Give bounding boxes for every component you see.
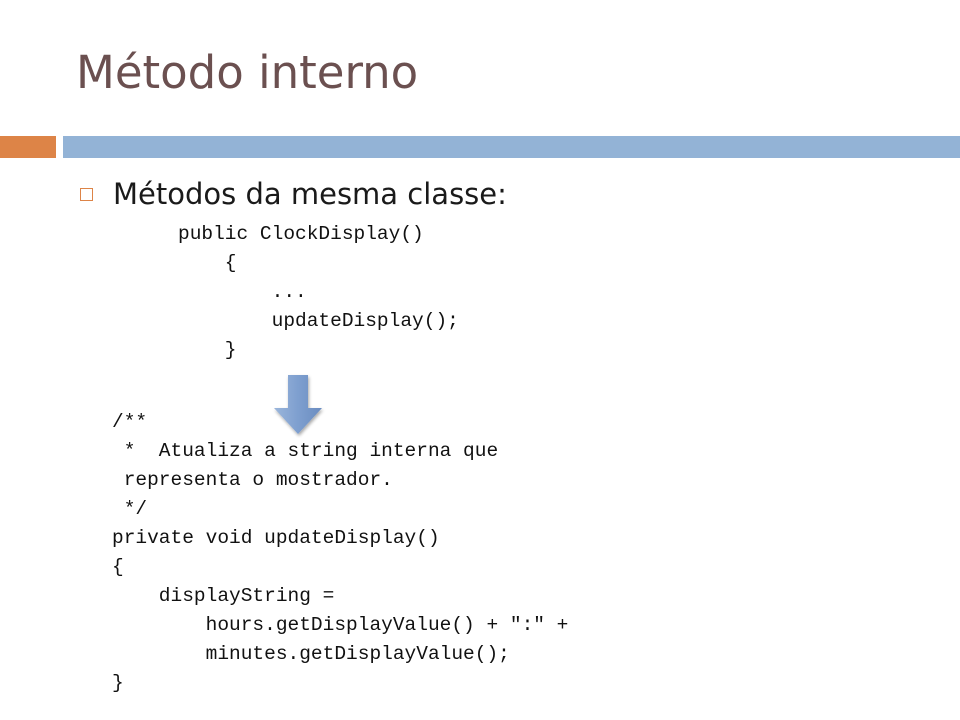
slide-title: Método interno xyxy=(76,46,419,99)
code-line: ... xyxy=(178,281,307,303)
code-line: minutes.getDisplayValue(); xyxy=(112,643,510,665)
code-line: hours.getDisplayValue() + ":" + xyxy=(112,614,569,636)
code-line: { xyxy=(178,252,237,274)
code-line: } xyxy=(112,672,124,694)
square-bullet-icon xyxy=(80,187,93,201)
code-line: * Atualiza a string interna que xyxy=(112,440,499,462)
bullet-text: Métodos da mesma classe: xyxy=(113,177,507,211)
accent-bar-orange xyxy=(0,136,56,158)
code-line: updateDisplay(); xyxy=(178,310,459,332)
code-line: { xyxy=(112,556,124,578)
code-block-constructor: public ClockDisplay() { ... updateDispla… xyxy=(178,220,459,365)
accent-bar-blue xyxy=(63,136,960,158)
code-line: private void updateDisplay() xyxy=(112,527,440,549)
code-line: representa o mostrador. xyxy=(112,469,393,491)
arrow-down-icon xyxy=(274,375,322,434)
code-line: } xyxy=(178,339,237,361)
code-block-update-display: /** * Atualiza a string interna que repr… xyxy=(112,408,568,698)
code-line: displayString = xyxy=(112,585,347,607)
code-line: /** xyxy=(112,411,148,433)
code-line: public ClockDisplay() xyxy=(178,223,424,245)
bullet-item: Métodos da mesma classe: xyxy=(80,172,507,216)
code-line: */ xyxy=(112,498,148,520)
